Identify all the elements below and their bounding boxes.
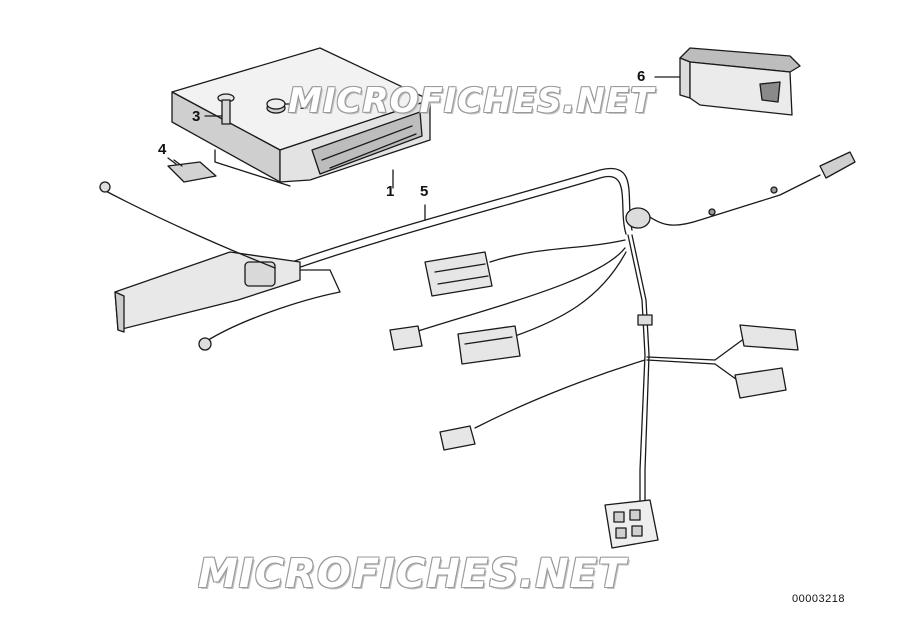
nut-part-2 xyxy=(266,98,299,114)
wiring-harness-part-5 xyxy=(99,151,856,549)
leader-line-4 xyxy=(167,157,177,165)
bolt-part-3 xyxy=(204,93,235,125)
watermark-top: MICROFICHES.NET xyxy=(288,81,655,121)
callout-6: 6 xyxy=(637,68,646,85)
bracket-part-4 xyxy=(167,159,217,183)
housing-part-6 xyxy=(654,47,801,116)
callout-5: 5 xyxy=(420,183,429,200)
control-unit-part-1 xyxy=(171,47,431,187)
callout-3: 3 xyxy=(192,108,201,125)
watermark-bottom: MICROFICHES.NET xyxy=(198,551,627,597)
document-number: 00003218 xyxy=(792,593,845,605)
callout-1: 1 xyxy=(386,183,395,200)
callout-4: 4 xyxy=(158,141,167,158)
callout-2: 2 xyxy=(300,96,309,113)
